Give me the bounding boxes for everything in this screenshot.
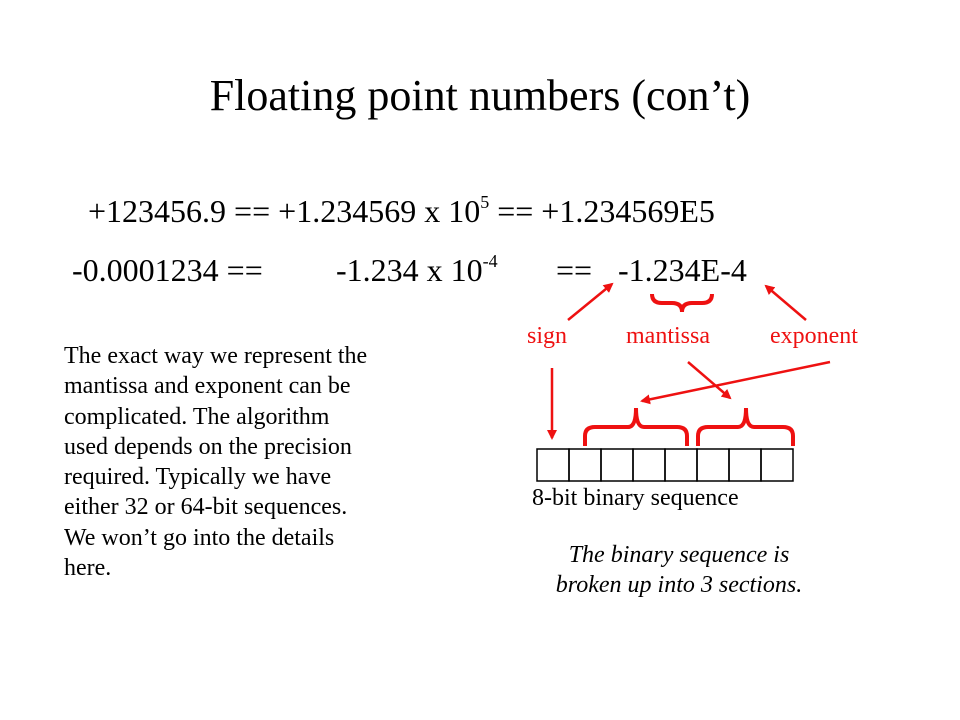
explanation-line: We won’t go into the details xyxy=(64,524,335,551)
explanation-line: either 32 or 64-bit sequences. xyxy=(64,494,348,521)
binary-sequence-label: 8-bit binary sequence xyxy=(532,485,739,511)
equation-positive-exponent: 5 xyxy=(480,192,490,212)
sign-label: sign xyxy=(527,323,568,349)
bit-cell xyxy=(664,448,698,482)
equation-negative-exponent: -4 xyxy=(482,251,498,271)
exponent-to-section-arrow xyxy=(640,360,831,405)
exponent-label: exponent xyxy=(770,323,858,349)
bit-cell xyxy=(696,448,730,482)
mantissa-section-brace xyxy=(696,407,795,446)
mantissa-label: mantissa xyxy=(626,323,710,349)
sign-to-minus-arrow xyxy=(567,282,614,321)
explanation-line: required. Typically we have xyxy=(64,464,332,491)
equation-negative-scientific: -1.234 x 10-4 xyxy=(336,251,498,289)
exponent-to-power-arrow xyxy=(764,284,807,321)
bit-cell xyxy=(760,448,794,482)
explanation-text: The exact way we represent the mantissa … xyxy=(64,341,494,583)
slide-title: Floating point numbers (con’t) xyxy=(209,71,751,120)
exponent-section-brace xyxy=(583,407,689,446)
equation-positive-decimal: +123456.9 == +1.234569 x 10 xyxy=(88,193,481,229)
equation-negative-decimal: -0.0001234 == xyxy=(72,252,263,288)
equation-positive: +123456.9 == +1.234569 x 105 == +1.23456… xyxy=(88,192,715,230)
mantissa-to-section-arrow xyxy=(687,361,732,400)
bit-cell xyxy=(568,448,602,482)
mantissa-digits-brace xyxy=(650,293,714,313)
caption-line: The binary sequence is xyxy=(568,542,790,568)
explanation-line: here. xyxy=(64,555,112,582)
explanation-line: used depends on the precision xyxy=(64,433,352,460)
bit-cell xyxy=(536,448,570,482)
bit-cell xyxy=(728,448,762,482)
equation-negative-e-notation: -1.234E-4 xyxy=(618,252,747,288)
equation-negative-equals: == xyxy=(556,252,593,288)
bit-cell xyxy=(632,448,666,482)
equation-negative-mantissa: -1.234 x 10 xyxy=(336,252,483,288)
caption-line: broken up into 3 sections. xyxy=(555,572,803,598)
caption: The binary sequence is broken up into 3 … xyxy=(500,540,858,600)
bit-cells xyxy=(536,448,794,482)
equation-positive-e-notation: == +1.234569E5 xyxy=(489,193,715,229)
bit-cell xyxy=(600,448,634,482)
explanation-line: The exact way we represent the xyxy=(64,343,368,369)
explanation-line: complicated. The algorithm xyxy=(64,403,330,430)
explanation-line: mantissa and exponent can be xyxy=(64,373,351,400)
